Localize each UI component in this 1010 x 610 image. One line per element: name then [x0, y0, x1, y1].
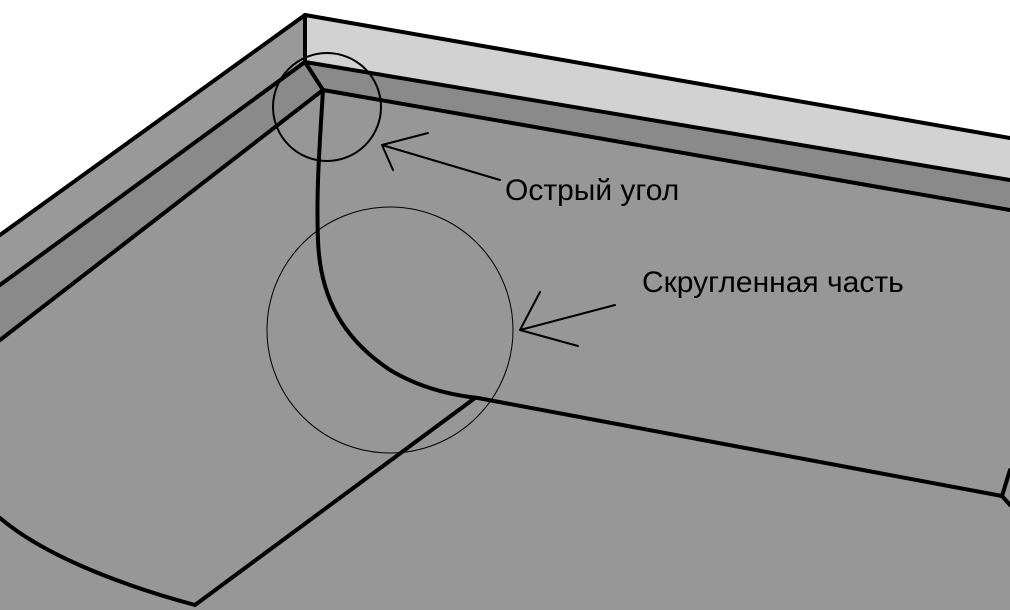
- seam-end-tick: [1000, 468, 1010, 498]
- right-wall-top-edge: [303, 13, 1010, 140]
- rounded-part-label: Скругленная часть: [642, 266, 904, 299]
- left-wall-inner-edge: [0, 60, 307, 287]
- sharp-corner-arrow: [381, 132, 501, 181]
- left-wall-top: [0, 15, 305, 285]
- sharp-corner-circle: [272, 52, 382, 162]
- wall-top-strip: [305, 15, 1010, 180]
- left-wall-band: [0, 62, 323, 340]
- left-floor-edge: [0, 88, 325, 342]
- annotation-arrows: [381, 132, 616, 347]
- right-wall-band: [305, 62, 1010, 210]
- rounded-part-arrow: [519, 291, 616, 347]
- sharp-corner-label: Острый угол: [505, 174, 679, 207]
- floor-seam-line: [193, 396, 477, 607]
- floor-curved-edge: [0, 516, 197, 607]
- right-floor-edge: [321, 88, 1010, 212]
- right-wall-inner-edge: [303, 60, 1010, 182]
- rounded-part-circle: [266, 206, 514, 454]
- floor: [0, 90, 1010, 610]
- edge-lines: [0, 13, 1010, 607]
- floor-right-edge: [1000, 494, 1010, 507]
- inner-corner-edge: [303, 60, 325, 92]
- left-wall-top-edge: [0, 13, 307, 237]
